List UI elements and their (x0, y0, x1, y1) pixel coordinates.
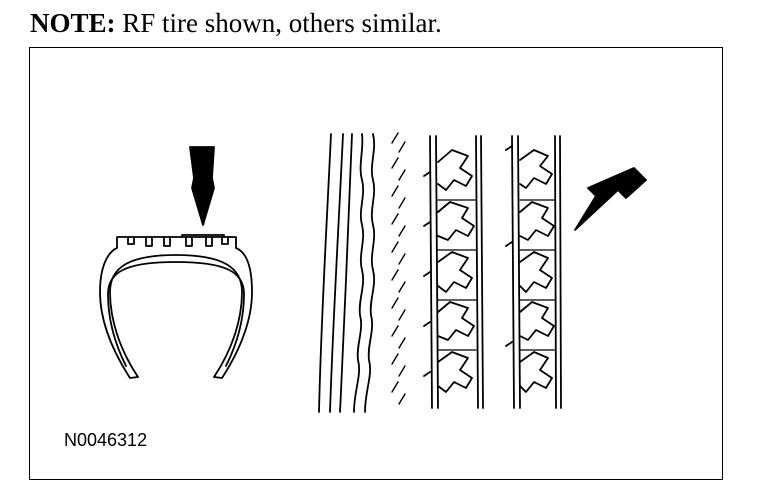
tire-sidewall-ribs (318, 133, 376, 413)
tread-sipe-marks (391, 132, 406, 405)
diagonal-arrow-icon (574, 167, 647, 231)
illustration-frame (29, 47, 723, 480)
tread-band-normal (423, 135, 484, 409)
down-arrow-icon (189, 146, 215, 226)
tire-cross-section (99, 234, 253, 379)
note-label: NOTE: (30, 8, 116, 38)
tread-band-worn (505, 135, 562, 409)
note-body: RF tire shown, others similar. (115, 8, 442, 38)
figure-id: N0046312 (64, 430, 148, 450)
note-text: NOTE: RF tire shown, others similar. (30, 10, 442, 37)
